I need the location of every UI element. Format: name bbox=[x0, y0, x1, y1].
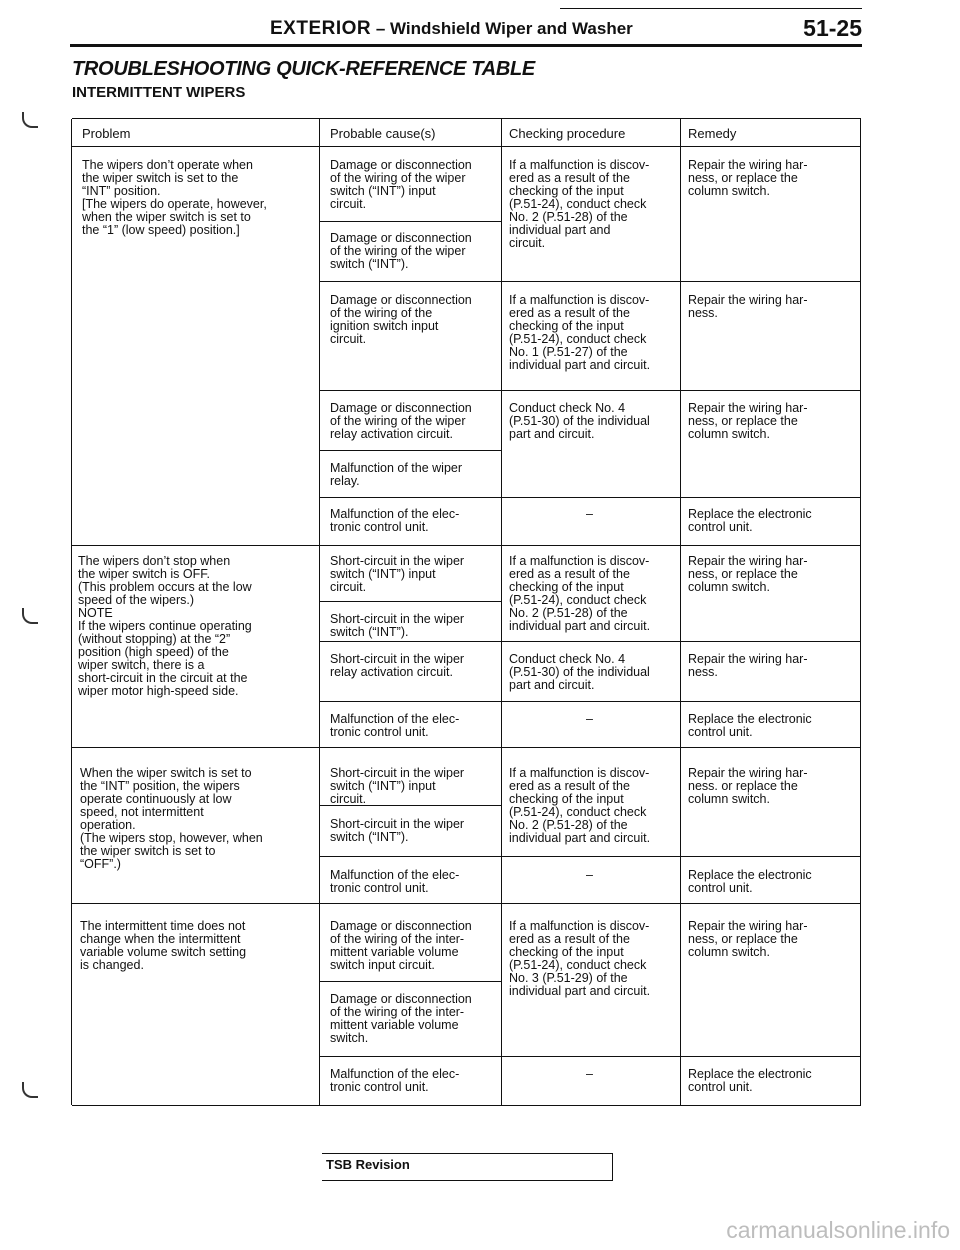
remedy-cell: Replace the electronic control unit. bbox=[688, 712, 812, 739]
binder-mark bbox=[22, 608, 38, 624]
row-divider bbox=[319, 221, 501, 222]
page-header: EXTERIOR – Windshield Wiper and Washer 5… bbox=[70, 15, 862, 47]
header-title: EXTERIOR – Windshield Wiper and Washer bbox=[270, 18, 633, 40]
troubleshooting-table: Problem Probable cause(s) Checking proce… bbox=[71, 118, 861, 1106]
column-divider bbox=[860, 119, 861, 1105]
header-subtitle: – Windshield Wiper and Washer bbox=[371, 19, 633, 38]
cause-cell: Malfunction of the elec- tronic control … bbox=[330, 868, 460, 895]
row-divider bbox=[319, 1056, 860, 1057]
remedy-cell: Repair the wiring har- ness, or replace … bbox=[688, 919, 808, 959]
tsb-revision-label: TSB Revision bbox=[326, 1157, 410, 1172]
cause-cell: Malfunction of the wiper relay. bbox=[330, 461, 463, 488]
group-divider bbox=[72, 747, 861, 748]
binder-mark bbox=[22, 1082, 38, 1098]
column-header-cause: Probable cause(s) bbox=[330, 126, 436, 141]
check-cell: Conduct check No. 4 (P.51-30) of the ind… bbox=[509, 652, 650, 692]
group-divider bbox=[72, 545, 861, 546]
cause-cell: Damage or disconnection of the wiring of… bbox=[330, 919, 472, 972]
remedy-cell: Replace the electronic control unit. bbox=[688, 868, 812, 895]
cause-cell: Damage or disconnection of the wiring of… bbox=[330, 992, 472, 1045]
cause-cell: Malfunction of the elec- tronic control … bbox=[330, 507, 460, 534]
row-divider bbox=[319, 601, 501, 602]
group-divider bbox=[72, 903, 861, 904]
header-divider bbox=[72, 146, 861, 147]
check-cell: If a malfunction is discov- ered as a re… bbox=[509, 293, 651, 372]
page-number: 51-25 bbox=[803, 15, 862, 41]
problem-cell: The wipers don’t operate when the wiper … bbox=[82, 158, 267, 237]
row-divider bbox=[319, 390, 860, 391]
row-divider bbox=[319, 701, 860, 702]
section-subtitle: INTERMITTENT WIPERS bbox=[72, 84, 246, 101]
row-divider bbox=[319, 981, 501, 982]
check-cell: If a malfunction is discov- ered as a re… bbox=[509, 158, 650, 250]
check-cell: If a malfunction is discov- ered as a re… bbox=[509, 766, 651, 845]
problem-cell: The wipers don’t stop when the wiper swi… bbox=[78, 554, 252, 698]
remedy-cell: Repair the wiring har- ness, or replace … bbox=[688, 158, 808, 198]
remedy-cell: Replace the electronic control unit. bbox=[688, 507, 812, 534]
column-divider bbox=[71, 119, 72, 1105]
column-divider bbox=[501, 119, 502, 1105]
check-cell: Conduct check No. 4 (P.51-30) of the ind… bbox=[509, 401, 650, 441]
cause-cell: Damage or disconnection of the wiring of… bbox=[330, 401, 472, 441]
remedy-cell: Repair the wiring har- ness. or replace … bbox=[688, 766, 808, 806]
cause-cell: Damage or disconnection of the wiring of… bbox=[330, 293, 472, 346]
remedy-cell: Repair the wiring har- ness, or replace … bbox=[688, 554, 808, 594]
cause-cell: Malfunction of the elec- tronic control … bbox=[330, 1067, 460, 1094]
column-header-problem: Problem bbox=[82, 126, 131, 141]
binder-mark bbox=[22, 112, 38, 128]
tsb-revision-box: TSB Revision bbox=[322, 1153, 613, 1181]
check-cell: – bbox=[586, 868, 593, 882]
remedy-cell: Replace the electronic control unit. bbox=[688, 1067, 812, 1094]
row-divider bbox=[319, 805, 501, 806]
column-header-remedy: Remedy bbox=[688, 126, 737, 141]
cause-cell: Damage or disconnection of the wiring of… bbox=[330, 158, 472, 211]
cause-cell: Short-circuit in the wiper switch (“INT”… bbox=[330, 554, 465, 594]
cause-cell: Short-circuit in the wiper relay activat… bbox=[330, 652, 465, 679]
watermark: carmanualsonline.info bbox=[726, 1217, 950, 1243]
check-cell: – bbox=[586, 507, 593, 521]
header-section: EXTERIOR bbox=[270, 18, 372, 39]
cause-cell: Damage or disconnection of the wiring of… bbox=[330, 231, 472, 271]
check-cell: – bbox=[586, 1067, 593, 1081]
remedy-cell: Repair the wiring har- ness. bbox=[688, 293, 808, 320]
cause-cell: Short-circuit in the wiper switch (“INT”… bbox=[330, 612, 465, 639]
row-divider bbox=[319, 856, 860, 857]
remedy-cell: Repair the wiring har- ness, or replace … bbox=[688, 401, 808, 441]
column-header-check: Checking procedure bbox=[509, 126, 626, 141]
check-cell: If a malfunction is discov- ered as a re… bbox=[509, 554, 651, 633]
header-top-rule bbox=[560, 8, 862, 9]
problem-cell: When the wiper switch is set to the “INT… bbox=[80, 766, 263, 871]
column-divider bbox=[319, 119, 320, 1105]
cause-cell: Short-circuit in the wiper switch (“INT”… bbox=[330, 766, 465, 806]
cause-cell: Malfunction of the elec- tronic control … bbox=[330, 712, 460, 739]
cause-cell: Short-circuit in the wiper switch (“INT”… bbox=[330, 817, 465, 844]
problem-cell: The intermittent time does not change wh… bbox=[80, 919, 247, 972]
check-cell: – bbox=[586, 712, 593, 726]
page-title: TROUBLESHOOTING QUICK-REFERENCE TABLE bbox=[72, 58, 535, 80]
row-divider bbox=[319, 450, 501, 451]
row-divider bbox=[319, 281, 860, 282]
row-divider bbox=[319, 497, 860, 498]
remedy-cell: Repair the wiring har- ness. bbox=[688, 652, 808, 679]
column-divider bbox=[680, 119, 681, 1105]
row-divider bbox=[319, 641, 860, 642]
check-cell: If a malfunction is discov- ered as a re… bbox=[509, 919, 651, 998]
